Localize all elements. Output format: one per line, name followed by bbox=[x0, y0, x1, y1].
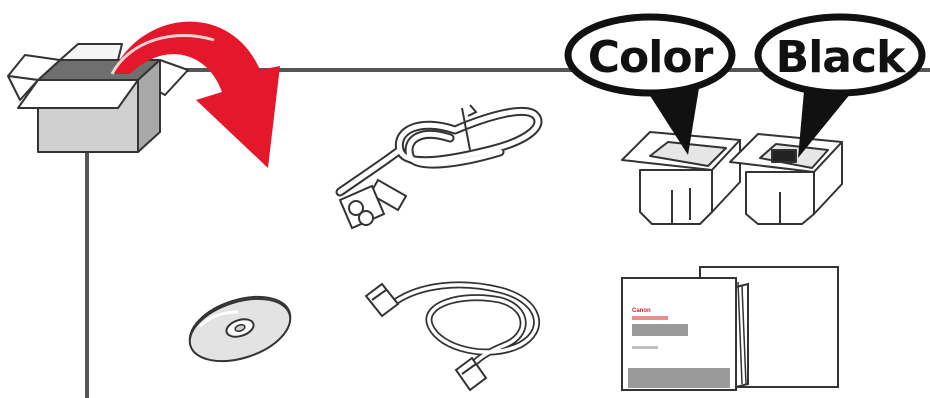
power-cord-icon bbox=[340, 105, 538, 228]
color-cartridge bbox=[622, 132, 740, 224]
cd-rom-icon bbox=[182, 285, 298, 372]
manual-brand: Canon bbox=[632, 308, 651, 314]
black-cartridge bbox=[730, 134, 842, 224]
manual-icon: Canon bbox=[622, 267, 838, 390]
telephone-cable-icon bbox=[366, 284, 537, 390]
box-icon bbox=[8, 44, 188, 152]
black-label: Black bbox=[776, 32, 907, 83]
ink-cartridge-icon bbox=[622, 132, 842, 224]
color-label: Color bbox=[588, 32, 714, 83]
